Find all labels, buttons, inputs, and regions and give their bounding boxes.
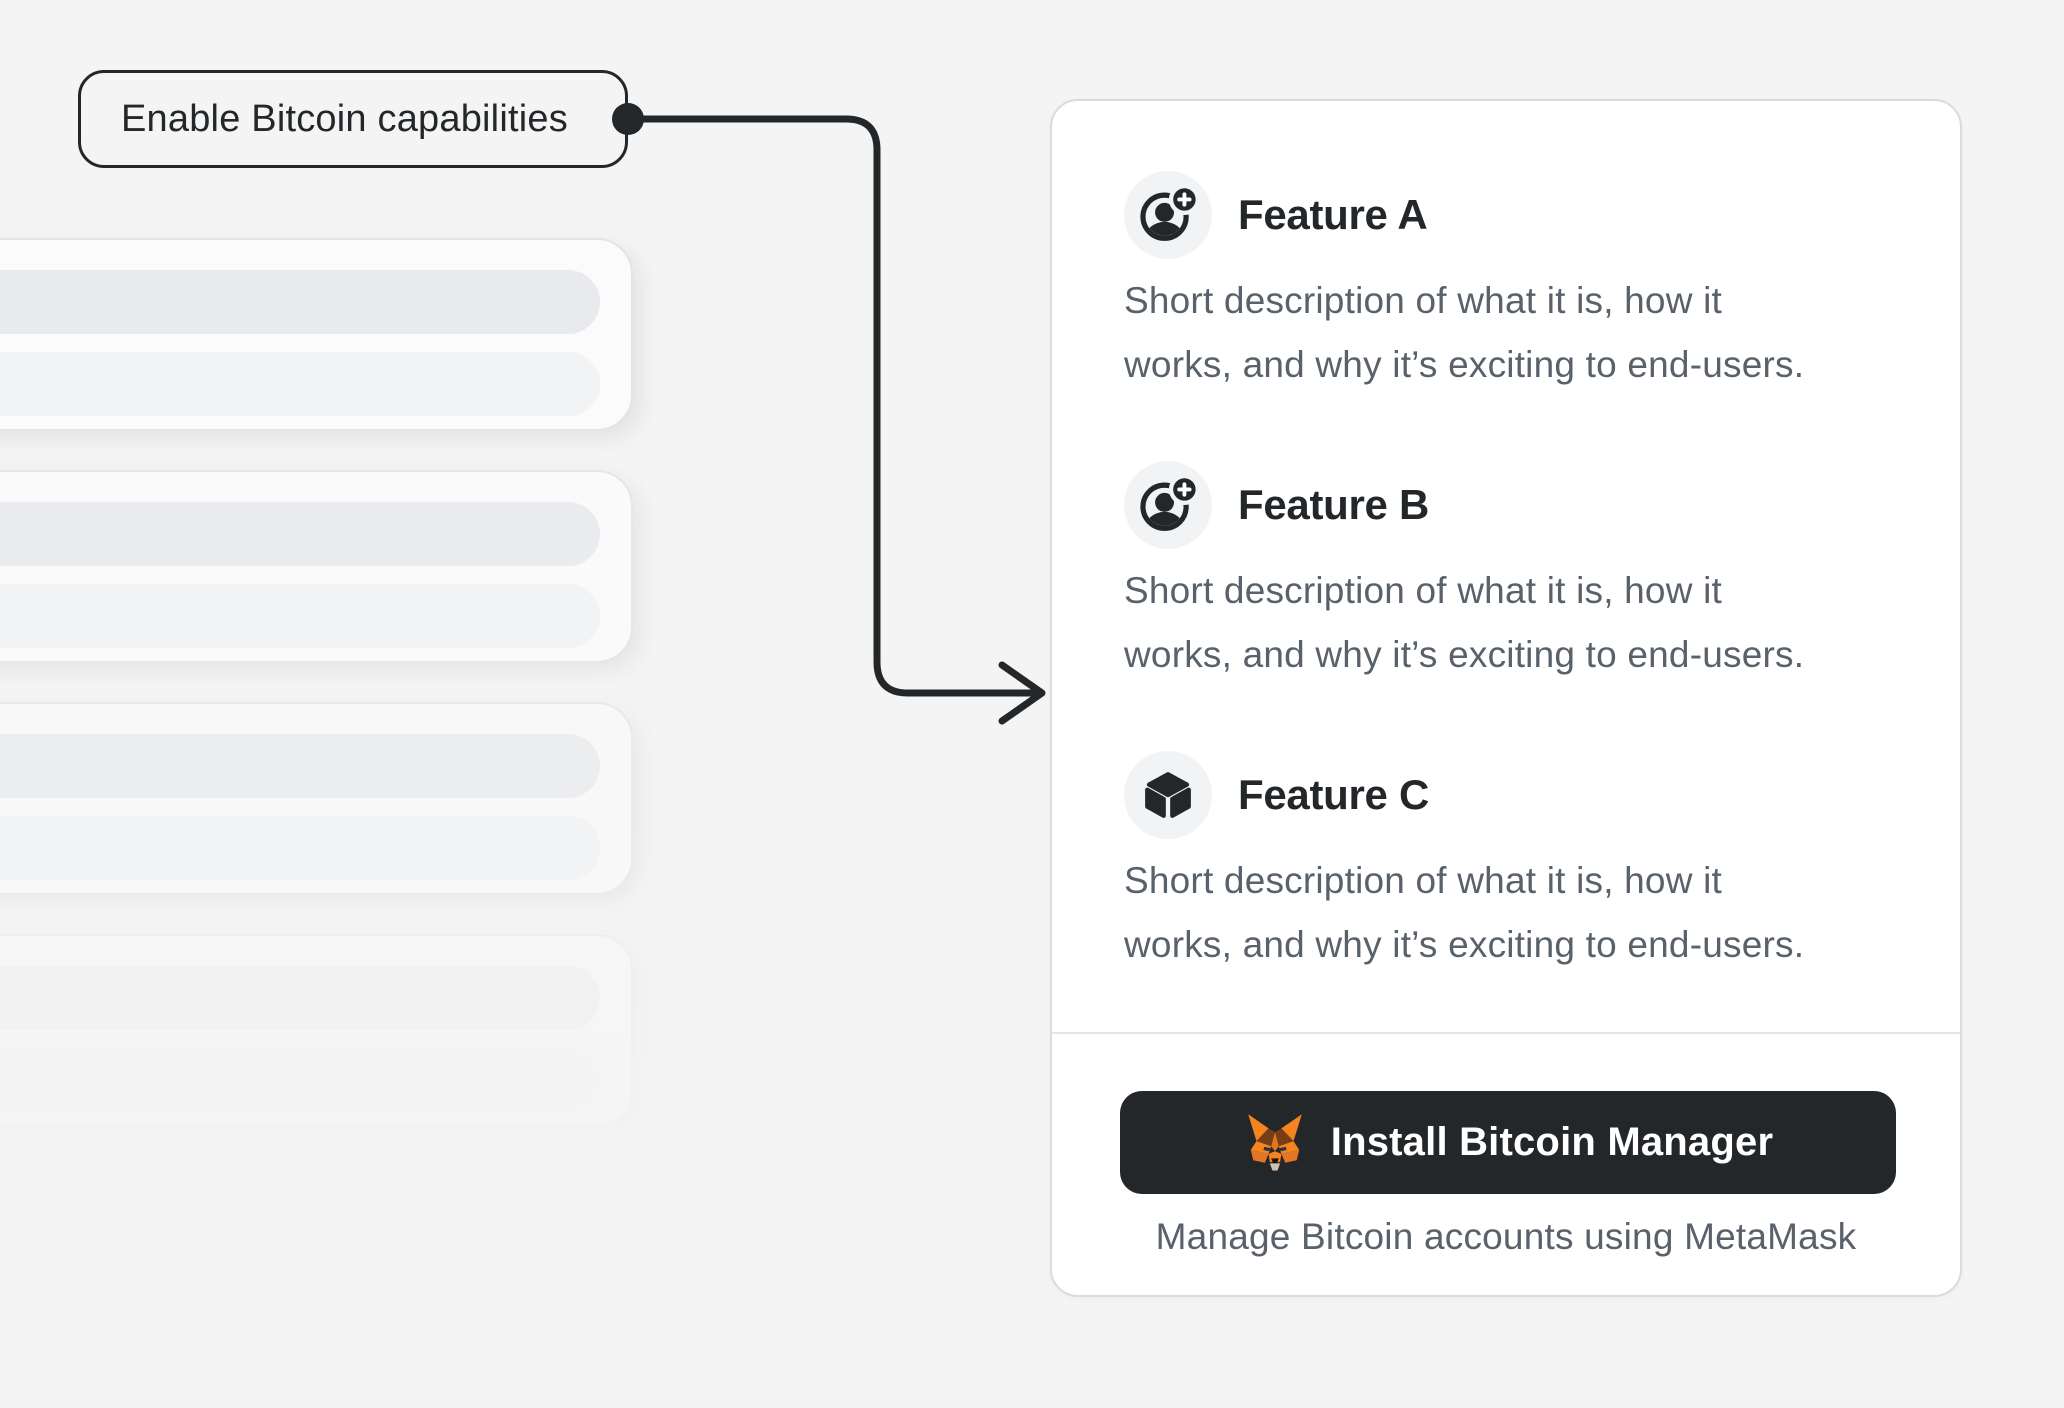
features-card: Feature A Short description of what it i… <box>1050 99 1962 1297</box>
skeleton-bar <box>0 1048 600 1112</box>
user-plus-icon <box>1124 461 1212 549</box>
skeleton-card <box>0 934 633 1127</box>
skeleton-bar <box>0 584 600 648</box>
card-footer: Install Bitcoin Manager Manage Bitcoin a… <box>1052 1034 1960 1258</box>
skeleton-card <box>0 702 633 895</box>
feature-title: Feature A <box>1238 191 1428 238</box>
feature-description: Short description of what it is, how it … <box>1124 570 1805 675</box>
skeleton-bar <box>0 1198 600 1262</box>
skeleton-bar <box>0 966 600 1030</box>
cube-icon <box>1124 751 1212 839</box>
user-plus-icon <box>1124 171 1212 259</box>
skeleton-bar <box>0 352 600 416</box>
skeleton-card <box>0 1166 633 1359</box>
feature-description: Short description of what it is, how it … <box>1124 860 1805 965</box>
install-caption: Manage Bitcoin accounts using MetaMask <box>1155 1216 1857 1257</box>
install-button-label: Install Bitcoin Manager <box>1330 1120 1774 1164</box>
feature-block-a: Feature A Short description of what it i… <box>1124 171 1888 397</box>
feature-block-b: Feature B Short description of what it i… <box>1124 461 1888 687</box>
metamask-fox-icon <box>1243 1113 1307 1173</box>
skeleton-bar <box>0 1280 600 1344</box>
feature-c-header: Feature C <box>1124 751 1888 839</box>
feature-b-header: Feature B <box>1124 461 1888 549</box>
skeleton-bar <box>0 502 600 566</box>
feature-title: Feature B <box>1238 481 1430 528</box>
features-section: Feature A Short description of what it i… <box>1052 101 1960 1034</box>
feature-a-header: Feature A <box>1124 171 1888 259</box>
feature-title: Feature C <box>1238 771 1430 818</box>
skeleton-bar <box>0 816 600 880</box>
skeleton-card <box>0 470 633 663</box>
skeleton-bar <box>0 270 600 334</box>
skeleton-bar <box>0 734 600 798</box>
callout-label-text: Enable Bitcoin capabilities <box>121 97 568 140</box>
skeleton-column <box>0 0 720 1408</box>
callout-label: Enable Bitcoin capabilities <box>78 70 628 168</box>
feature-block-c: Feature C Short description of what it i… <box>1124 751 1888 977</box>
feature-description: Short description of what it is, how it … <box>1124 280 1805 385</box>
skeleton-card <box>0 238 633 431</box>
install-bitcoin-manager-button[interactable]: Install Bitcoin Manager <box>1120 1091 1896 1194</box>
